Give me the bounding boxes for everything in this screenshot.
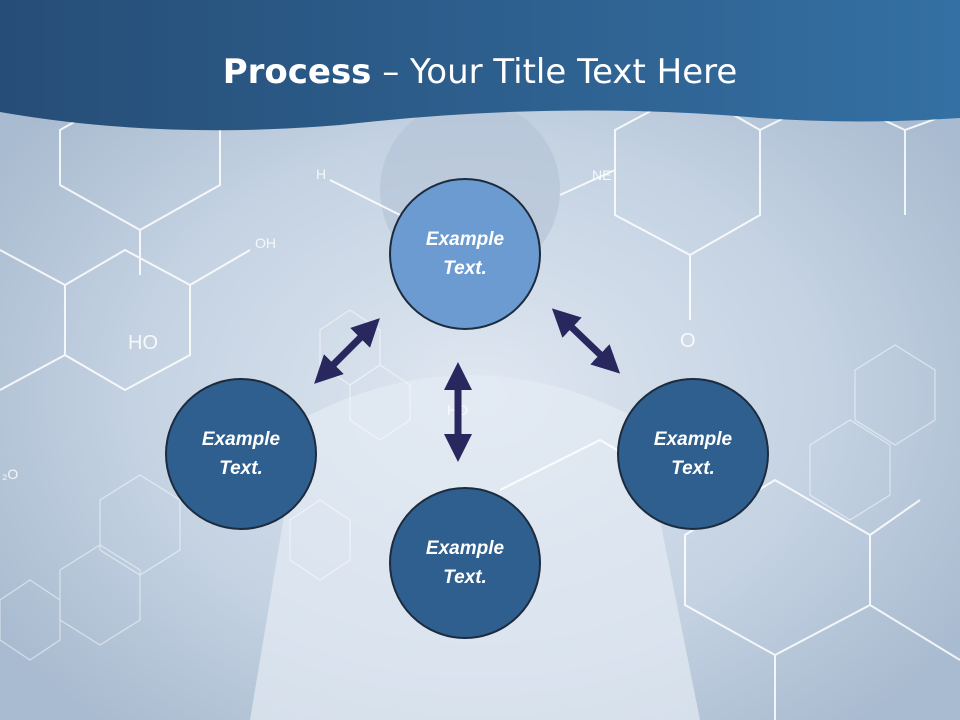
node-text-line2: Text. xyxy=(219,458,263,479)
header-band xyxy=(0,0,960,131)
chem-label-o: O xyxy=(680,330,696,352)
chem-label-ho: HO xyxy=(128,332,158,354)
double-arrow-icon xyxy=(314,318,380,384)
node-text-line1: Example xyxy=(425,229,505,250)
title-rest: – Your Title Text Here xyxy=(371,52,738,92)
process-node-top[interactable]: Example Text. xyxy=(389,178,541,330)
node-text-line1: Example xyxy=(653,429,733,450)
node-text-line2: Text. xyxy=(443,567,487,588)
process-node-bottom[interactable]: Example Text. xyxy=(389,487,541,639)
node-text-line2: Text. xyxy=(443,258,487,279)
process-node-right[interactable]: Example Text. xyxy=(617,378,769,530)
chem-label-oh: OH xyxy=(255,235,276,251)
page-title: Process – Your Title Text Here xyxy=(0,52,960,92)
chem-label-h2o: ₂O xyxy=(2,466,19,482)
chem-label-h: H xyxy=(316,166,327,182)
chem-label-ne: NE xyxy=(592,167,612,183)
node-text-line1: Example xyxy=(201,429,281,450)
process-node-left[interactable]: Example Text. xyxy=(165,378,317,530)
double-arrow-icon xyxy=(551,308,621,374)
node-text-line2: Text. xyxy=(671,458,715,479)
title-bold: Process xyxy=(222,52,372,92)
node-text-line1: Example xyxy=(425,538,505,559)
